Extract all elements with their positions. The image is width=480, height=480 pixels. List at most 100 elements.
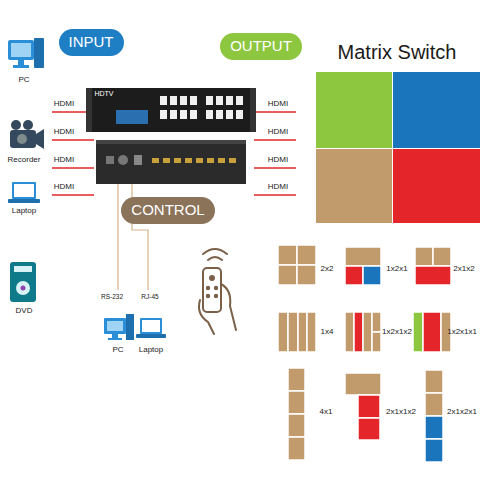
input-cables-part <box>52 167 94 169</box>
layout-thumbnails-part <box>288 368 305 391</box>
layout-thumbnails-part <box>425 416 443 439</box>
recorder-icon-part <box>10 130 36 148</box>
laptop-icon-part <box>8 199 40 203</box>
layout-thumbnails-part <box>288 391 305 414</box>
dvd-icon-part <box>21 286 26 291</box>
layout-thumbnails-part <box>278 312 288 352</box>
pc-icon <box>8 38 44 68</box>
output-cables-part <box>254 111 296 113</box>
output-cables-part <box>254 194 296 196</box>
badge-text: OUTPUT <box>230 38 292 55</box>
switch-rear-part-part <box>163 158 170 163</box>
switch-rear-part <box>152 158 236 163</box>
control-pc-icon-part <box>107 321 123 331</box>
output-cables <box>254 112 296 195</box>
switch-rear-part-part <box>152 158 159 163</box>
dvd-icon-part <box>16 281 30 295</box>
pc-icon-part <box>18 60 24 65</box>
remote-hand-icon-part <box>215 295 217 297</box>
switch-front-part <box>90 88 252 132</box>
port-name: RS-232 <box>101 293 123 300</box>
layout-thumbnails-part <box>345 312 354 352</box>
control-pc-icon <box>104 314 134 340</box>
laptop-icon <box>8 182 40 203</box>
device-name: DVD <box>16 307 33 316</box>
control-pc-icon-part <box>112 334 118 338</box>
layout-name: 1x2x1x2 <box>382 328 412 337</box>
switch-rear-part-part <box>207 158 214 163</box>
switch-front-part-part <box>170 96 177 105</box>
layout-thumbnails-part <box>345 373 381 395</box>
control-wires-part <box>117 184 118 290</box>
signal-name: HDMI <box>268 100 288 109</box>
pc-icon-part <box>8 40 34 60</box>
signal-name: HDMI <box>54 100 74 109</box>
switch-front-part-part <box>226 96 233 105</box>
switch-rear-part-part <box>196 158 203 163</box>
layout-name: 1x4 <box>321 328 334 337</box>
remote-hand-icon-part <box>207 287 209 289</box>
switch-rear-part <box>96 140 246 144</box>
switch-front-part-part <box>206 110 213 119</box>
control-laptop-icon <box>136 318 166 338</box>
recorder-icon-part <box>36 129 44 149</box>
layout-thumbnails-part <box>345 266 363 285</box>
matrix-preview-part <box>393 72 480 148</box>
control-laptop-icon-part <box>140 318 162 334</box>
layout-thumbnails-part <box>413 312 423 352</box>
control-pc-icon-part <box>104 318 126 334</box>
layout-thumbnails-part <box>433 247 451 266</box>
switch-rear-part <box>118 155 128 165</box>
switch-rear-part-part <box>174 158 181 163</box>
control-pc-icon-part <box>126 314 134 340</box>
signal-name: HDMI <box>54 156 74 165</box>
device-name: Laptop <box>12 207 36 216</box>
layout-thumbnails-part <box>278 265 297 285</box>
pc-icon-part <box>34 38 44 68</box>
layout-thumbnails-part <box>278 245 297 265</box>
dvd-icon <box>10 262 36 302</box>
layout-thumbnails-part <box>345 247 381 266</box>
laptop-icon-part <box>12 182 36 199</box>
device-name: PC <box>112 346 123 355</box>
switch-front-part-part <box>226 110 233 119</box>
badge-text: INPUT <box>69 34 114 51</box>
layout-thumbnails-part <box>358 395 380 418</box>
layout-thumbnails-part <box>425 370 443 393</box>
layout-name: 2x2 <box>321 265 334 274</box>
remote-hand-icon-part <box>207 295 209 297</box>
signal-name: HDMI <box>268 156 288 165</box>
signal-name: HDMI <box>268 128 288 137</box>
layout-thumbnails-part <box>307 312 316 352</box>
switch-front-part-part <box>236 96 243 105</box>
port-name: RJ-45 <box>141 293 158 300</box>
layout-name: 2x1x2 <box>453 265 474 274</box>
brand-mark: HDTV <box>94 90 113 98</box>
switch-front-part-part <box>160 96 167 105</box>
layout-name: 2x1x2x1 <box>447 408 477 417</box>
switch-front-part <box>86 88 92 132</box>
recorder-icon-part <box>11 120 21 130</box>
control-badge: CONTROL <box>121 197 215 224</box>
input-cables-part <box>52 139 94 141</box>
switch-rear <box>96 140 246 184</box>
device-name: Recorder <box>8 156 41 165</box>
remote-hand-icon-part <box>203 268 221 312</box>
remote-hand-icon-part <box>210 276 214 280</box>
switch-front-part-part <box>180 110 187 119</box>
switch-rear-part <box>106 156 114 164</box>
input-cables-part <box>52 194 94 196</box>
switch-rear-part-part <box>229 158 236 163</box>
matrix-preview <box>316 72 480 223</box>
remote-hand-icon-part <box>199 284 236 334</box>
control-laptop-icon-part <box>142 320 160 332</box>
signal-name: HDMI <box>268 183 288 192</box>
matrix-preview-part <box>393 149 480 223</box>
recorder-icon-part <box>23 120 33 130</box>
remote-hand-icon-part <box>215 287 217 289</box>
layout-name: 1x2x1x1 <box>447 328 477 337</box>
layout-thumbnails-part <box>363 266 381 285</box>
output-cables-part <box>254 139 296 141</box>
laptop-icon-part <box>14 184 34 197</box>
